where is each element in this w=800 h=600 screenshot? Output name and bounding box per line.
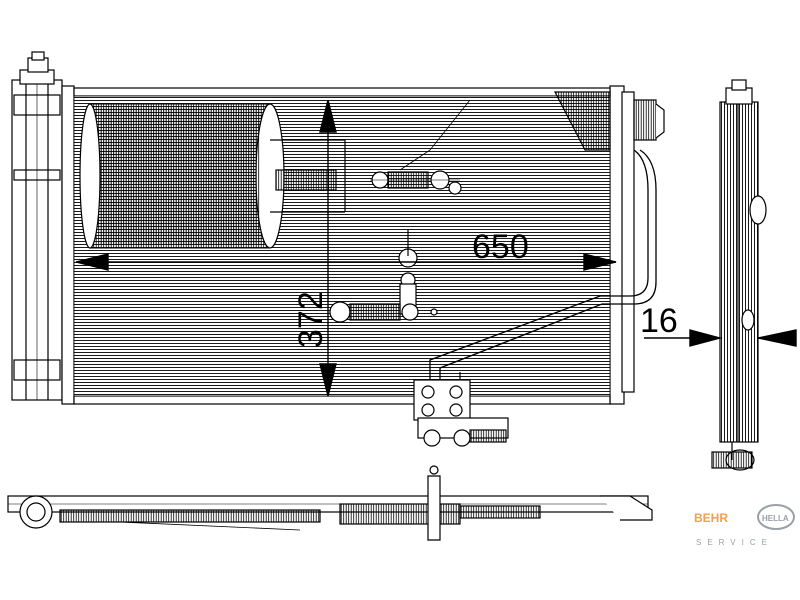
behr-logo-text: BEHR	[694, 511, 728, 525]
refrigerant-pipe	[413, 149, 657, 447]
height-label: 372	[292, 291, 330, 348]
inlet-fitting	[633, 99, 665, 141]
center-fitting	[329, 230, 438, 323]
hella-logo-text: HELLA	[762, 514, 789, 523]
depth-dimension	[644, 329, 797, 347]
receiver-drier-left	[11, 51, 63, 401]
auxiliary-fan	[79, 103, 346, 249]
condenser-front-view	[11, 51, 665, 447]
height-dimension	[319, 99, 337, 397]
hella-logo-oval	[757, 504, 795, 530]
service-text: SERVICE	[696, 538, 773, 547]
condenser-top-view	[7, 465, 653, 541]
width-dimension	[75, 253, 617, 271]
depth-label: 16	[640, 302, 678, 340]
brand-logo: BEHR HELLA SERVICE	[694, 504, 795, 547]
upper-fitting	[370, 170, 462, 195]
width-label: 650	[472, 228, 529, 266]
bracket-shading	[554, 91, 611, 151]
left-header-tank	[61, 85, 75, 405]
condenser-side-view	[711, 79, 767, 471]
